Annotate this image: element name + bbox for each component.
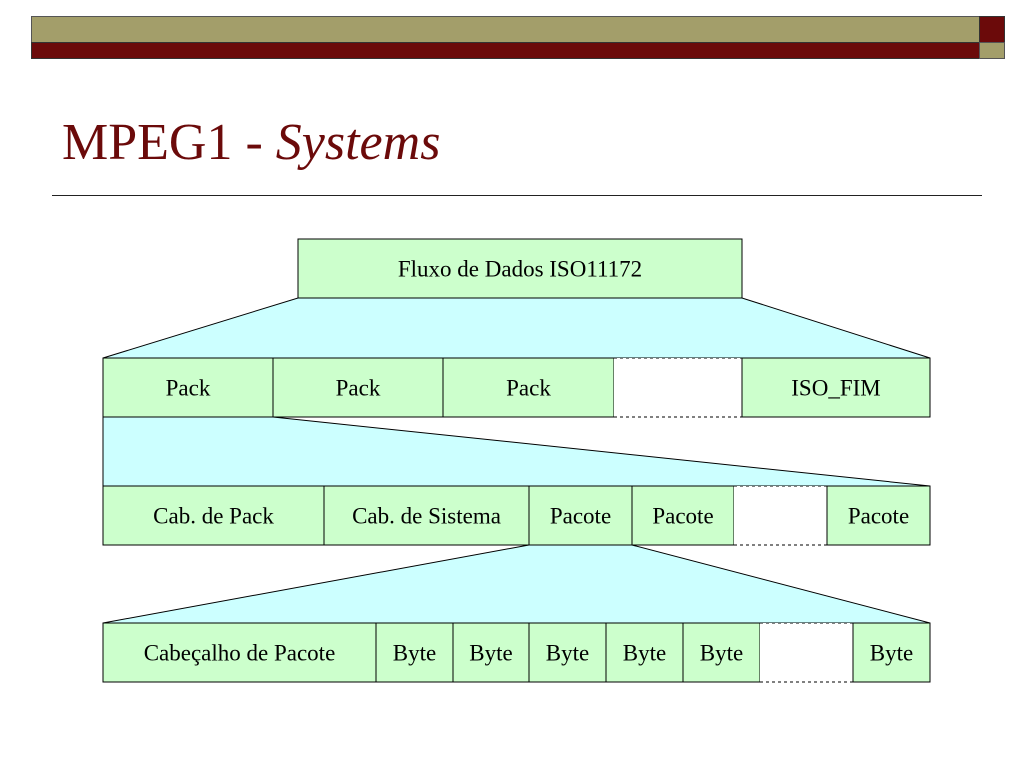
cell-label: Byte [700, 641, 743, 666]
cell-box [102, 357, 274, 418]
level1-cell: Pack [442, 357, 615, 418]
level3-cell: Byte [452, 622, 530, 683]
cell-label: Cab. de Sistema [352, 504, 501, 529]
level1-cell: ISO_FIM [741, 357, 931, 418]
cell-label: Pacote [550, 504, 611, 529]
cell-box [102, 485, 325, 546]
empty-cell-bg [760, 623, 853, 682]
cell-box [452, 622, 530, 683]
cell-label: Byte [393, 641, 436, 666]
level2-cell: Pacote [631, 485, 735, 546]
cell-label: Pacote [652, 504, 713, 529]
cell-box [297, 238, 743, 299]
cell-label: Pack [506, 376, 551, 401]
cell-label: Byte [623, 641, 666, 666]
connector-root-to-level1 [102, 297, 931, 359]
cell-box [272, 357, 444, 418]
root-cell-data-stream: Fluxo de Dados ISO11172 [297, 238, 743, 299]
cell-label: Fluxo de Dados ISO11172 [398, 257, 642, 282]
title-underline [52, 195, 982, 196]
level3-cell [760, 622, 853, 683]
level1-cell [614, 357, 742, 418]
level3-cell: Byte [682, 622, 761, 683]
cell-box [605, 622, 684, 683]
cell-label: Byte [546, 641, 589, 666]
level2-cell: Cab. de Pack [102, 485, 325, 546]
empty-cell-bg [614, 358, 742, 417]
level3-cell: Byte [528, 622, 607, 683]
connector-pacote-to-level3 [102, 544, 931, 624]
cell-box [375, 622, 454, 683]
slide-title: MPEG1 - Systems [62, 112, 440, 174]
level3-cell: Cabeçalho de Pacote [102, 622, 377, 683]
cell-box [741, 357, 931, 418]
level2-cell: Cab. de Sistema [323, 485, 530, 546]
cell-label: Pack [166, 376, 211, 401]
level2-cell [734, 485, 827, 546]
empty-cell-bg [734, 486, 827, 545]
level1-cell: Pack [272, 357, 444, 418]
cell-box [826, 485, 931, 546]
cell-label: Cabeçalho de Pacote [144, 641, 336, 666]
title-main: MPEG1 - [62, 114, 276, 171]
connector-pack-to-level2 [102, 416, 931, 487]
level2-cell: Pacote [826, 485, 931, 546]
cell-label: Byte [469, 641, 512, 666]
corner-square-olive [979, 42, 1005, 59]
level3-cell: Byte [375, 622, 454, 683]
cell-box [852, 622, 931, 683]
cell-label: Pack [336, 376, 381, 401]
cell-box [631, 485, 735, 546]
cell-label: ISO_FIM [791, 376, 880, 401]
cell-label: Pacote [848, 504, 909, 529]
connectors [102, 297, 931, 624]
cell-box [102, 622, 377, 683]
title-italic: Systems [275, 114, 441, 171]
level3-cell: Byte [852, 622, 931, 683]
level2-cell: Pacote [528, 485, 633, 546]
cell-label: Byte [870, 641, 913, 666]
cell-box [528, 622, 607, 683]
level3-cell: Byte [605, 622, 684, 683]
cell-box [323, 485, 530, 546]
cell-label: Cab. de Pack [153, 504, 274, 529]
level1-cell: Pack [102, 357, 274, 418]
cell-box [442, 357, 615, 418]
cell-box [528, 485, 633, 546]
